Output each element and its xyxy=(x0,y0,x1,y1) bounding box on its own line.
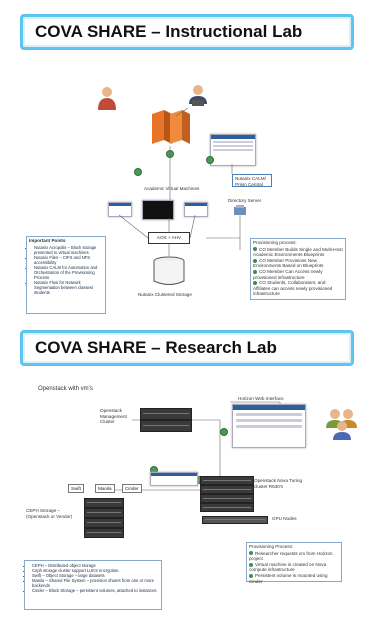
storage-point: Ceph storage cluster support LUKS encryp… xyxy=(32,568,161,573)
step-marker xyxy=(220,428,228,436)
important-point: Nutanix Flow for Network Segmentation be… xyxy=(34,280,105,295)
research-provisioning-title: Provisioning Process: xyxy=(249,544,294,549)
step-bullet xyxy=(249,562,253,567)
instructional-lab-title: COVA SHARE – Instructional Lab xyxy=(35,22,303,41)
research-provision-step: Persistent volume is mounted using Cinde… xyxy=(249,572,328,584)
storage-tag-swift: Swift xyxy=(68,484,84,493)
user-laptop-icon xyxy=(189,85,207,106)
storage-point: Cinder – Block Storage – persistent volu… xyxy=(32,588,161,593)
step-bullet xyxy=(249,573,253,578)
nutanix-cluster-icon xyxy=(152,110,190,144)
academic-vm-label: Academic Virtual Machines xyxy=(144,186,200,191)
aos-ahv-box: AOS + AHV xyxy=(148,232,190,244)
research-provisioning-box: Provisioning Process: Researcher request… xyxy=(246,542,342,584)
ceph-server xyxy=(84,498,124,508)
user-icon xyxy=(98,87,116,110)
ceph-server xyxy=(84,518,124,528)
clustered-storage-icon xyxy=(153,256,185,285)
nova-server xyxy=(200,503,254,512)
provisioning-title: Provisioning process: xyxy=(253,240,297,245)
directory-server-icon xyxy=(234,205,246,215)
research-provision-step: Researcher requests vm from Horizon proj… xyxy=(249,550,333,562)
provisioning-process-box: Provisioning process: CO Member Builds S… xyxy=(250,238,346,300)
nova-cluster-label: Openstack Nova Turing cluster R630's xyxy=(254,478,303,489)
step-bullet xyxy=(253,247,257,252)
storage-point: CEPH – Distributed object storage xyxy=(32,563,161,568)
ceph-server xyxy=(84,528,124,538)
nova-server xyxy=(200,476,254,485)
step-marker xyxy=(206,156,214,164)
nova-server xyxy=(200,485,254,494)
gpu-node xyxy=(202,516,268,524)
users-group-icon xyxy=(326,409,357,440)
important-point: Nutanix Files – CIFS and NFS accessibili… xyxy=(34,255,105,265)
important-points-title: Important Points xyxy=(29,238,66,243)
prism-central-screen xyxy=(210,134,256,166)
directory-server-label: Directory Server xyxy=(228,198,262,203)
storage-point: Swift – Object Storage – large datasets xyxy=(32,573,161,578)
provision-step: CO Member Provisions New Environments Ba… xyxy=(253,257,324,269)
horizon-web-interface-screen xyxy=(232,404,306,448)
management-server xyxy=(140,420,192,432)
ceph-server xyxy=(84,508,124,518)
clustered-storage-label: Nutanix Clustered Storage xyxy=(138,292,192,297)
important-points-box: Important Points Nutanix Acropolis – Blo… xyxy=(26,236,106,314)
research-provision-step: Virtual machine is created on Nova compu… xyxy=(249,561,327,573)
provision-step: CO Member Builds Single and Multi-Host A… xyxy=(253,246,343,258)
management-server xyxy=(140,408,192,420)
step-bullet xyxy=(253,269,257,274)
vm-thumbnail xyxy=(108,202,132,217)
nova-dashboard-thumbnail xyxy=(150,472,198,486)
step-marker xyxy=(134,168,142,176)
storage-point: Manila – Shared File System – provision … xyxy=(32,578,161,588)
step-bullet xyxy=(249,551,253,556)
research-lab-title: COVA SHARE – Research Lab xyxy=(35,338,277,357)
step-bullet xyxy=(253,280,257,285)
gpu-nodes-label: GPU Nodes xyxy=(272,516,297,521)
research-lab-banner: COVA SHARE – Research Lab xyxy=(20,330,354,366)
storage-tag-manila: Manila xyxy=(95,484,115,493)
aos-ahv-label: AOS + AHV xyxy=(156,235,182,240)
management-cluster-label: Openstack Management Cluster xyxy=(100,408,127,425)
instructional-lab-banner: COVA SHARE – Instructional Lab xyxy=(20,14,354,50)
vm-thumbnail xyxy=(142,200,174,220)
openstack-label: Openstack with vm's xyxy=(38,386,93,392)
storage-points-box: CEPH – Distributed object storage Ceph s… xyxy=(24,560,162,610)
storage-tag-cinder: Cinder xyxy=(122,484,142,493)
nova-server xyxy=(200,494,254,503)
provision-step: CO Member Can Access newly provisioned i… xyxy=(253,268,323,280)
horizon-label: Horizon Web Interface xyxy=(238,396,284,401)
calm-label-box: Nutanix CALM/ Prism Central xyxy=(232,174,272,187)
step-bullet xyxy=(253,258,257,263)
calm-label: Nutanix CALM/ Prism Central xyxy=(235,176,266,187)
important-point: Nutanix Acropolis – Block storage presen… xyxy=(34,245,105,255)
vm-thumbnail xyxy=(184,202,208,217)
provision-step: CO Students, Collaborators, and Affiliat… xyxy=(253,280,333,297)
ceph-storage-label: CEPH Storage – (Openstack or Vendor) xyxy=(26,508,73,519)
important-point: Nutanix CALM for Automation and Orchestr… xyxy=(34,265,105,280)
